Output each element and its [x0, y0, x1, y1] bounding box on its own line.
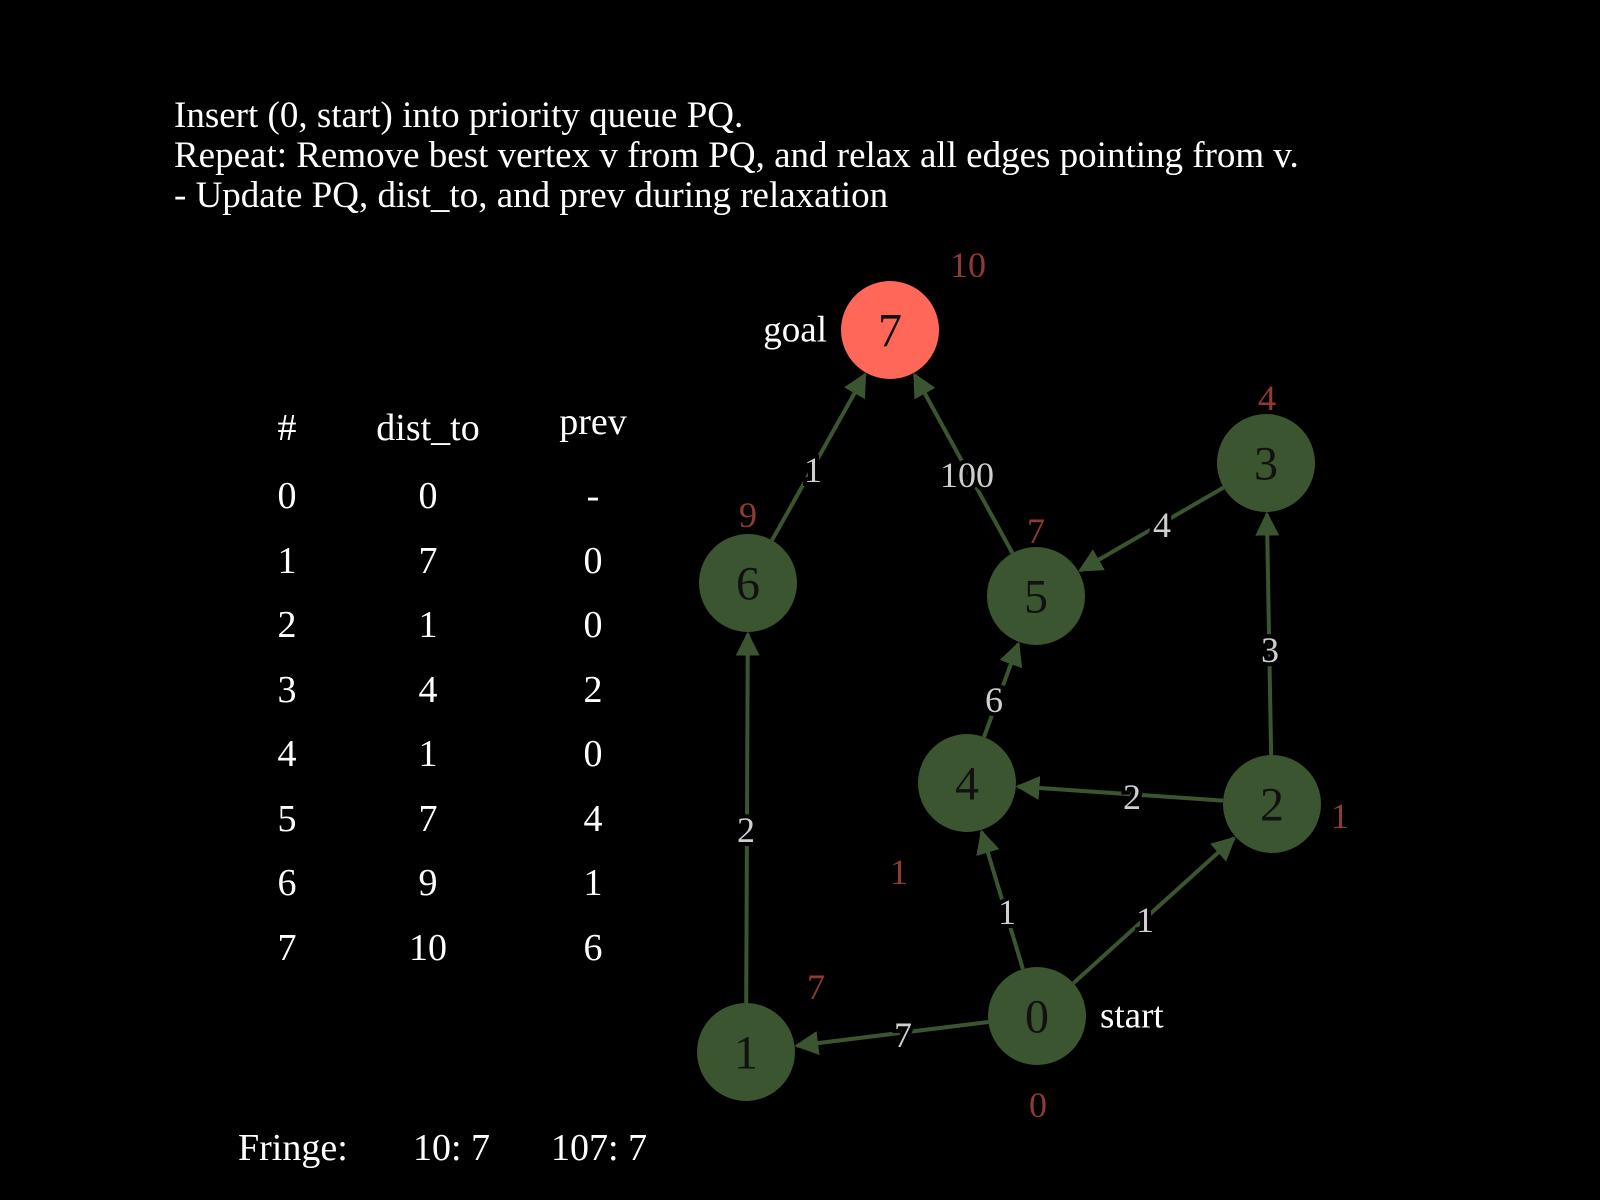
- row-1-index: 1: [277, 540, 297, 582]
- row-4-dist: 1: [418, 733, 438, 775]
- row-3-index: 3: [277, 669, 297, 711]
- row-7-dist: 10: [409, 927, 447, 969]
- edge-2-4: [1015, 776, 1224, 803]
- edge-1-6: [735, 631, 760, 1004]
- edge-0-2: [1072, 836, 1236, 985]
- row-7-index: 7: [277, 927, 297, 969]
- node-tag-start: start: [1100, 996, 1164, 1037]
- node-dist-label: 7: [807, 967, 825, 1007]
- header-index: #: [277, 407, 297, 449]
- edge-weight-label: 3: [1261, 630, 1279, 670]
- instruction-line: Insert (0, start) into priority queue PQ…: [174, 95, 744, 136]
- node-dist-label: 9: [739, 495, 757, 535]
- row-6-dist: 9: [418, 862, 438, 904]
- instructions: Insert (0, start) into priority queue PQ…: [174, 96, 1299, 216]
- row-2-index: 2: [277, 604, 297, 646]
- edge-weight-label: 2: [737, 810, 755, 850]
- row-3-prev: 2: [583, 669, 603, 711]
- edge-weight-label: 100: [940, 455, 994, 495]
- header-dist-to: dist_to: [376, 407, 480, 449]
- node-label: 7: [878, 305, 902, 358]
- fringe-label: Fringe:: [238, 1127, 348, 1169]
- node-2: [1223, 755, 1321, 853]
- fringe-item: 10: 7: [413, 1127, 491, 1169]
- edge-weight-label: 1: [804, 450, 822, 490]
- row-1-prev: 0: [583, 540, 603, 582]
- row-3-dist: 4: [418, 669, 438, 711]
- row-1-dist: 7: [418, 540, 438, 582]
- node-3: [1217, 414, 1315, 512]
- node-5: [987, 547, 1085, 645]
- row-6-index: 6: [277, 862, 297, 904]
- node-dist-label: 10: [950, 245, 986, 285]
- row-0-index: 0: [277, 475, 297, 517]
- node-label: 6: [736, 558, 760, 611]
- edge-0-4: [976, 829, 1025, 970]
- row-4-index: 4: [277, 733, 297, 775]
- node-dist-label: 0: [1029, 1085, 1047, 1125]
- node-dist-label: 1: [1331, 796, 1349, 836]
- edge-weight-label: 2: [1123, 777, 1141, 817]
- edge-weight-label: 1: [998, 892, 1016, 932]
- row-0-prev: -: [586, 475, 600, 517]
- edge-weight-label: 1: [1136, 900, 1154, 940]
- row-7-prev: 6: [583, 927, 603, 969]
- node-label: 3: [1254, 438, 1278, 491]
- edge-3-5: [1078, 485, 1225, 573]
- row-5-index: 5: [277, 798, 297, 840]
- edge-weight-label: 6: [985, 680, 1003, 720]
- header-prev: prev: [559, 401, 627, 443]
- node-label: 0: [1025, 991, 1049, 1044]
- fringe-item: 107: 7: [551, 1127, 648, 1169]
- instruction-line: Repeat: Remove best vertex v from PQ, an…: [174, 135, 1299, 176]
- goal-node: [841, 281, 939, 379]
- row-4-prev: 0: [583, 733, 603, 775]
- edge-6-7: [770, 372, 867, 542]
- edge-weight-label: 4: [1153, 505, 1171, 545]
- row-2-dist: 1: [418, 604, 438, 646]
- row-0-dist: 0: [418, 475, 438, 517]
- edge-2-3: [1255, 511, 1280, 756]
- edge-0-1: [794, 1020, 989, 1055]
- nodes-layer: 0 0 start 1 7 2 1 3 4 4 1 5 7 6 9 7 10 goal: [697, 245, 1349, 1125]
- node-label: 4: [955, 758, 979, 811]
- row-6-prev: 1: [583, 862, 603, 904]
- node-0: [988, 967, 1086, 1065]
- node-label: 2: [1260, 779, 1284, 832]
- edge-4-5: [982, 641, 1023, 738]
- instruction-line: - Update PQ, dist_to, and prev during re…: [174, 175, 889, 216]
- row-2-prev: 0: [583, 604, 603, 646]
- node-dist-label: 4: [1258, 378, 1276, 418]
- node-1: [697, 1003, 795, 1101]
- node-label: 5: [1024, 571, 1048, 624]
- edge-weight-label: 7: [894, 1015, 912, 1055]
- node-tag-goal: goal: [763, 310, 827, 351]
- edge-5-7: [912, 372, 1015, 555]
- row-5-prev: 4: [583, 798, 603, 840]
- row-5-dist: 7: [418, 798, 438, 840]
- node-dist-label: 1: [890, 852, 908, 892]
- node-6: [699, 534, 797, 632]
- node-label: 1: [734, 1027, 758, 1080]
- node-4: [918, 734, 1016, 832]
- node-dist-label: 7: [1027, 511, 1045, 551]
